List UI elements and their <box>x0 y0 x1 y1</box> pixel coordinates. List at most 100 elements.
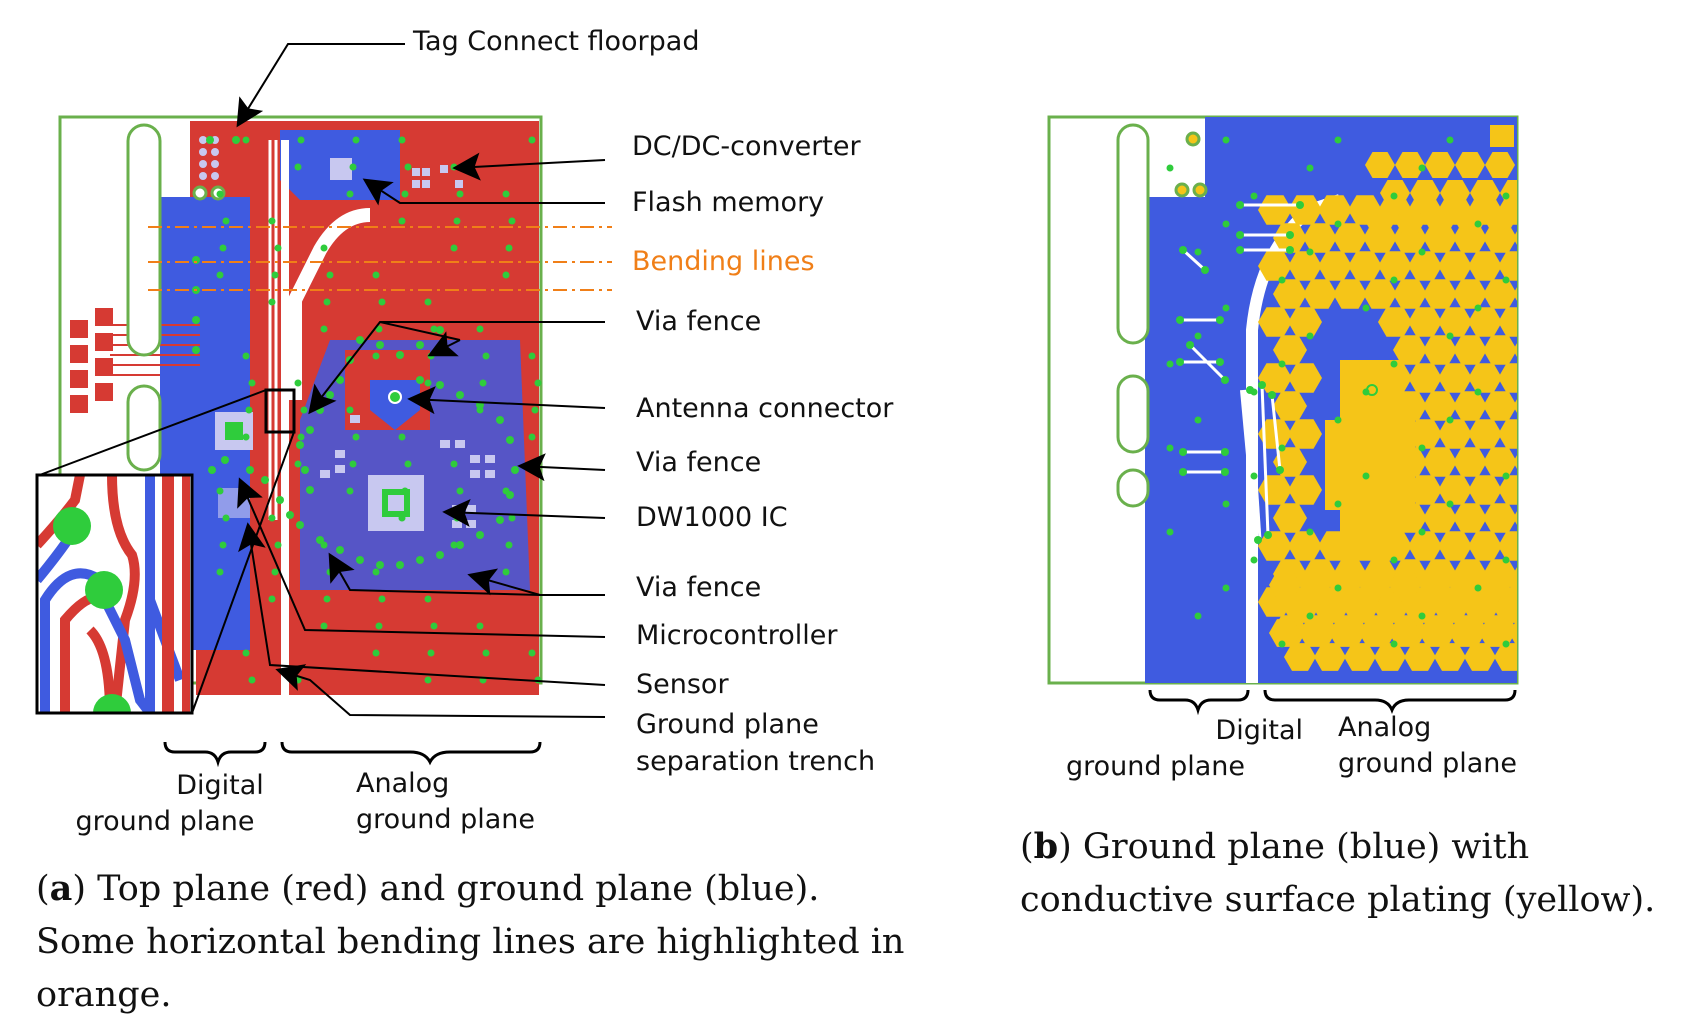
plating-hex <box>1389 571 1421 599</box>
via <box>476 325 484 333</box>
label-mcu: Microcontroller <box>636 620 838 651</box>
via <box>306 426 314 434</box>
callout-arrows <box>236 43 606 718</box>
via <box>479 379 487 387</box>
via <box>1221 376 1229 384</box>
plating-hex <box>1288 531 1322 561</box>
via <box>268 217 276 225</box>
via <box>219 244 227 252</box>
plating-hex <box>1423 447 1457 477</box>
via <box>271 271 279 279</box>
via <box>508 514 516 522</box>
plating-hex <box>1269 571 1301 599</box>
plating-hex <box>1423 391 1457 421</box>
via <box>416 376 424 384</box>
edge-pads <box>70 308 113 413</box>
via <box>506 436 514 444</box>
plating-hex <box>1438 307 1472 337</box>
via <box>416 556 424 564</box>
via <box>372 352 380 360</box>
digital-line-2: ground plane <box>75 806 255 837</box>
via <box>1179 468 1187 476</box>
via <box>346 190 354 198</box>
zoom-box <box>264 388 296 434</box>
via <box>531 406 539 414</box>
plating-hex <box>1498 363 1517 393</box>
plating-hex <box>1288 195 1322 225</box>
via <box>242 136 250 144</box>
via <box>294 379 302 387</box>
via <box>300 406 308 414</box>
via <box>297 136 305 144</box>
plating-hex <box>1500 180 1517 206</box>
via <box>1216 358 1224 366</box>
via <box>375 622 383 630</box>
via <box>268 514 276 522</box>
via <box>1390 192 1398 200</box>
plating-hex <box>1318 251 1352 281</box>
via <box>216 487 224 495</box>
plating-hex <box>1569 571 1601 599</box>
via <box>294 163 302 171</box>
via <box>326 271 334 279</box>
via <box>378 298 386 306</box>
plating-hex <box>1363 279 1397 309</box>
via <box>1221 448 1229 456</box>
plating-hex <box>1378 251 1412 281</box>
plating-hex <box>1513 343 1517 357</box>
plating-hexes <box>1258 152 1616 671</box>
via <box>1250 192 1258 200</box>
plating-hex <box>1288 307 1322 337</box>
plating-hex <box>1408 475 1442 505</box>
plating-hex <box>1524 595 1556 623</box>
via <box>456 190 464 198</box>
via <box>456 487 464 495</box>
via <box>496 416 504 424</box>
caption-a-letter: a <box>49 868 73 909</box>
plating-hex <box>1423 335 1457 365</box>
plating-hex <box>1318 195 1352 225</box>
plating-hex <box>1299 571 1331 599</box>
via <box>1278 640 1286 648</box>
plating-hex <box>1438 251 1472 281</box>
plating-hex <box>1299 619 1331 647</box>
plating-hex <box>1584 643 1616 671</box>
plating-hex <box>1329 571 1361 599</box>
via <box>356 556 364 564</box>
plating-hex <box>1485 208 1515 234</box>
plating-hex <box>1288 419 1322 449</box>
plating-hex <box>1524 643 1556 671</box>
via <box>1278 276 1286 284</box>
plating-hex <box>1258 251 1292 281</box>
plating-hex <box>1513 231 1517 245</box>
plating-hex <box>1483 391 1517 421</box>
plating-hex <box>1288 475 1322 505</box>
via <box>1362 472 1370 480</box>
via <box>528 136 536 144</box>
via <box>372 271 380 279</box>
via <box>1264 531 1272 539</box>
via <box>1194 416 1202 424</box>
via <box>1390 640 1398 648</box>
via <box>528 649 536 657</box>
via <box>1334 416 1342 424</box>
label-via-fence-1: Via fence <box>636 306 762 337</box>
via <box>378 595 386 603</box>
panel-b-analog-label: Analog ground plane <box>1338 710 1517 782</box>
via <box>482 649 490 657</box>
via <box>1166 360 1174 368</box>
via <box>1236 231 1244 239</box>
via <box>1334 136 1342 144</box>
via <box>352 433 360 441</box>
plating-hex <box>1483 335 1517 365</box>
plating-hex <box>1333 223 1367 253</box>
via <box>1166 444 1174 452</box>
via <box>216 568 224 576</box>
via <box>404 163 412 171</box>
via <box>436 551 444 559</box>
via <box>476 622 484 630</box>
via <box>1254 536 1262 544</box>
via <box>372 649 380 657</box>
via <box>232 136 240 144</box>
via <box>1418 528 1426 536</box>
